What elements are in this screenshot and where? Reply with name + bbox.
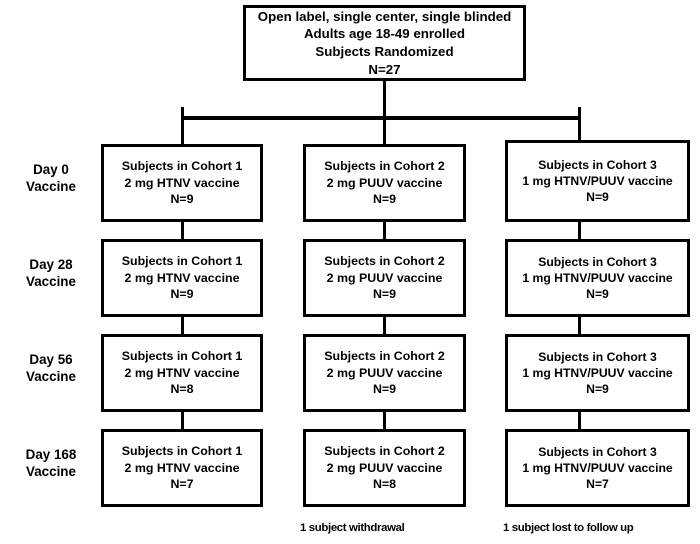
cohort-box-count: N=7 — [586, 477, 609, 492]
cohort-box-day28-cohort1: Subjects in Cohort 1 2 mg HTNV vaccine N… — [101, 239, 263, 317]
connector-col3-row2-row3 — [578, 316, 581, 335]
cohort-box-line2: 1 mg HTNV/PUUV vaccine — [522, 270, 673, 285]
cohort-box-line1: Subjects in Cohort 2 — [324, 444, 445, 459]
cohort-box-line2: 1 mg HTNV/PUUV vaccine — [522, 173, 673, 188]
cohort-box-line2: 2 mg HTNV vaccine — [124, 175, 240, 190]
timepoint-label-day-56: Day 56 Vaccine — [2, 351, 100, 385]
study-summary-line-4: N=27 — [368, 61, 401, 77]
connector-branch-right-stub — [578, 107, 581, 117]
connector-col2-row1-row2 — [383, 221, 386, 240]
timepoint-label-day-0-line2: Vaccine — [26, 179, 76, 195]
cohort-box-count: N=9 — [372, 192, 397, 207]
connector-col1-row2-row3 — [181, 316, 184, 335]
connector-col3-row3-row4 — [578, 411, 581, 430]
connector-bar-to-col1 — [181, 119, 184, 145]
cohort-box-day56-cohort1: Subjects in Cohort 1 2 mg HTNV vaccine N… — [101, 334, 263, 412]
cohort-box-day0-cohort3: Subjects in Cohort 3 1 mg HTNV/PUUV vacc… — [505, 140, 690, 222]
cohort-box-line1: Subjects in Cohort 2 — [324, 254, 445, 269]
cohort-box-line1: Subjects in Cohort 2 — [324, 349, 445, 364]
cohort-box-day28-cohort3: Subjects in Cohort 3 1 mg HTNV/PUUV vacc… — [505, 239, 690, 317]
cohort-box-day168-cohort3: Subjects in Cohort 3 1 mg HTNV/PUUV vacc… — [505, 429, 690, 507]
cohort-box-day28-cohort2: Subjects in Cohort 2 2 mg PUUV vaccine N… — [303, 239, 466, 317]
footnote-withdrawal: 1 subject withdrawal — [300, 522, 405, 534]
connector-col1-row3-row4 — [181, 411, 184, 430]
cohort-box-day56-cohort2: Subjects in Cohort 2 2 mg PUUV vaccine N… — [303, 334, 466, 412]
cohort-box-count: N=9 — [586, 190, 609, 205]
cohort-box-line2: 2 mg HTNV vaccine — [124, 365, 240, 380]
timepoint-label-day-0: Day 0 Vaccine — [2, 161, 100, 195]
timepoint-label-day-168: Day 168 Vaccine — [2, 446, 100, 480]
connector-col3-row1-row2 — [578, 221, 581, 240]
timepoint-label-day-56-line2: Vaccine — [26, 369, 76, 385]
cohort-box-count: N=8 — [170, 382, 194, 397]
study-summary-line-1: Open label, single center, single blinde… — [257, 8, 512, 24]
cohort-box-line2: 2 mg HTNV vaccine — [124, 460, 240, 475]
study-summary-line-2: Adults age 18-49 enrolled — [303, 26, 466, 42]
cohort-box-line1: Subjects in Cohort 3 — [538, 254, 657, 269]
timepoint-label-day-168-line2: Vaccine — [26, 464, 76, 480]
cohort-box-line2: 2 mg PUUV vaccine — [326, 270, 443, 285]
timepoint-label-day-0-line1: Day 0 — [33, 162, 69, 177]
cohort-box-line1: Subjects in Cohort 1 — [121, 444, 243, 459]
connector-root-stem — [383, 81, 386, 119]
cohort-box-line2: 1 mg HTNV/PUUV vaccine — [522, 460, 673, 475]
cohort-box-count: N=9 — [586, 287, 609, 302]
cohort-box-line2: 2 mg PUUV vaccine — [326, 175, 443, 190]
connector-col1-row1-row2 — [181, 221, 184, 240]
cohort-box-count: N=7 — [170, 477, 194, 492]
cohort-box-count: N=9 — [372, 287, 397, 302]
study-summary-line-3: Subjects Randomized — [315, 44, 454, 59]
cohort-box-count: N=8 — [372, 477, 397, 492]
cohort-box-day0-cohort1: Subjects in Cohort 1 2 mg HTNV vaccine N… — [101, 144, 263, 222]
cohort-box-line1: Subjects in Cohort 3 — [538, 349, 657, 364]
connector-col2-row3-row4 — [383, 411, 386, 430]
cohort-box-line1: Subjects in Cohort 3 — [538, 444, 657, 459]
cohort-box-day0-cohort2: Subjects in Cohort 2 2 mg PUUV vaccine N… — [303, 144, 466, 222]
cohort-box-line2: 2 mg PUUV vaccine — [326, 460, 443, 475]
connector-col2-row2-row3 — [383, 316, 386, 335]
cohort-box-line1: Subjects in Cohort 1 — [121, 159, 243, 174]
cohort-box-day168-cohort1: Subjects in Cohort 1 2 mg HTNV vaccine N… — [101, 429, 263, 507]
cohort-box-day56-cohort3: Subjects in Cohort 3 1 mg HTNV/PUUV vacc… — [505, 334, 690, 412]
cohort-box-count: N=9 — [586, 382, 609, 397]
connector-branch-left-stub — [181, 107, 184, 117]
cohort-box-day168-cohort2: Subjects in Cohort 2 2 mg PUUV vaccine N… — [303, 429, 466, 507]
footnote-lost-to-followup: 1 subject lost to follow up — [503, 522, 634, 534]
cohort-box-line1: Subjects in Cohort 2 — [324, 159, 445, 174]
study-summary-box: Open label, single center, single blinde… — [243, 5, 526, 81]
timepoint-label-day-28: Day 28 Vaccine — [2, 256, 100, 290]
connector-bar-to-col3 — [578, 119, 581, 145]
connector-distributor-bar — [181, 116, 581, 120]
cohort-box-count: N=9 — [170, 287, 194, 302]
timepoint-label-day-28-line2: Vaccine — [26, 274, 76, 290]
cohort-box-line1: Subjects in Cohort 1 — [121, 254, 243, 269]
cohort-box-line1: Subjects in Cohort 1 — [121, 349, 243, 364]
connector-bar-to-col2 — [383, 119, 386, 145]
cohort-box-line2: 2 mg HTNV vaccine — [124, 270, 240, 285]
cohort-box-count: N=9 — [170, 192, 194, 207]
cohort-box-line2: 2 mg PUUV vaccine — [326, 365, 443, 380]
cohort-box-line2: 1 mg HTNV/PUUV vaccine — [522, 365, 673, 380]
cohort-box-line1: Subjects in Cohort 3 — [538, 157, 657, 172]
timepoint-label-day-56-line1: Day 56 — [29, 352, 73, 367]
timepoint-label-day-28-line1: Day 28 — [29, 257, 73, 272]
timepoint-label-day-168-line1: Day 168 — [25, 447, 77, 462]
cohort-box-count: N=9 — [372, 382, 397, 397]
